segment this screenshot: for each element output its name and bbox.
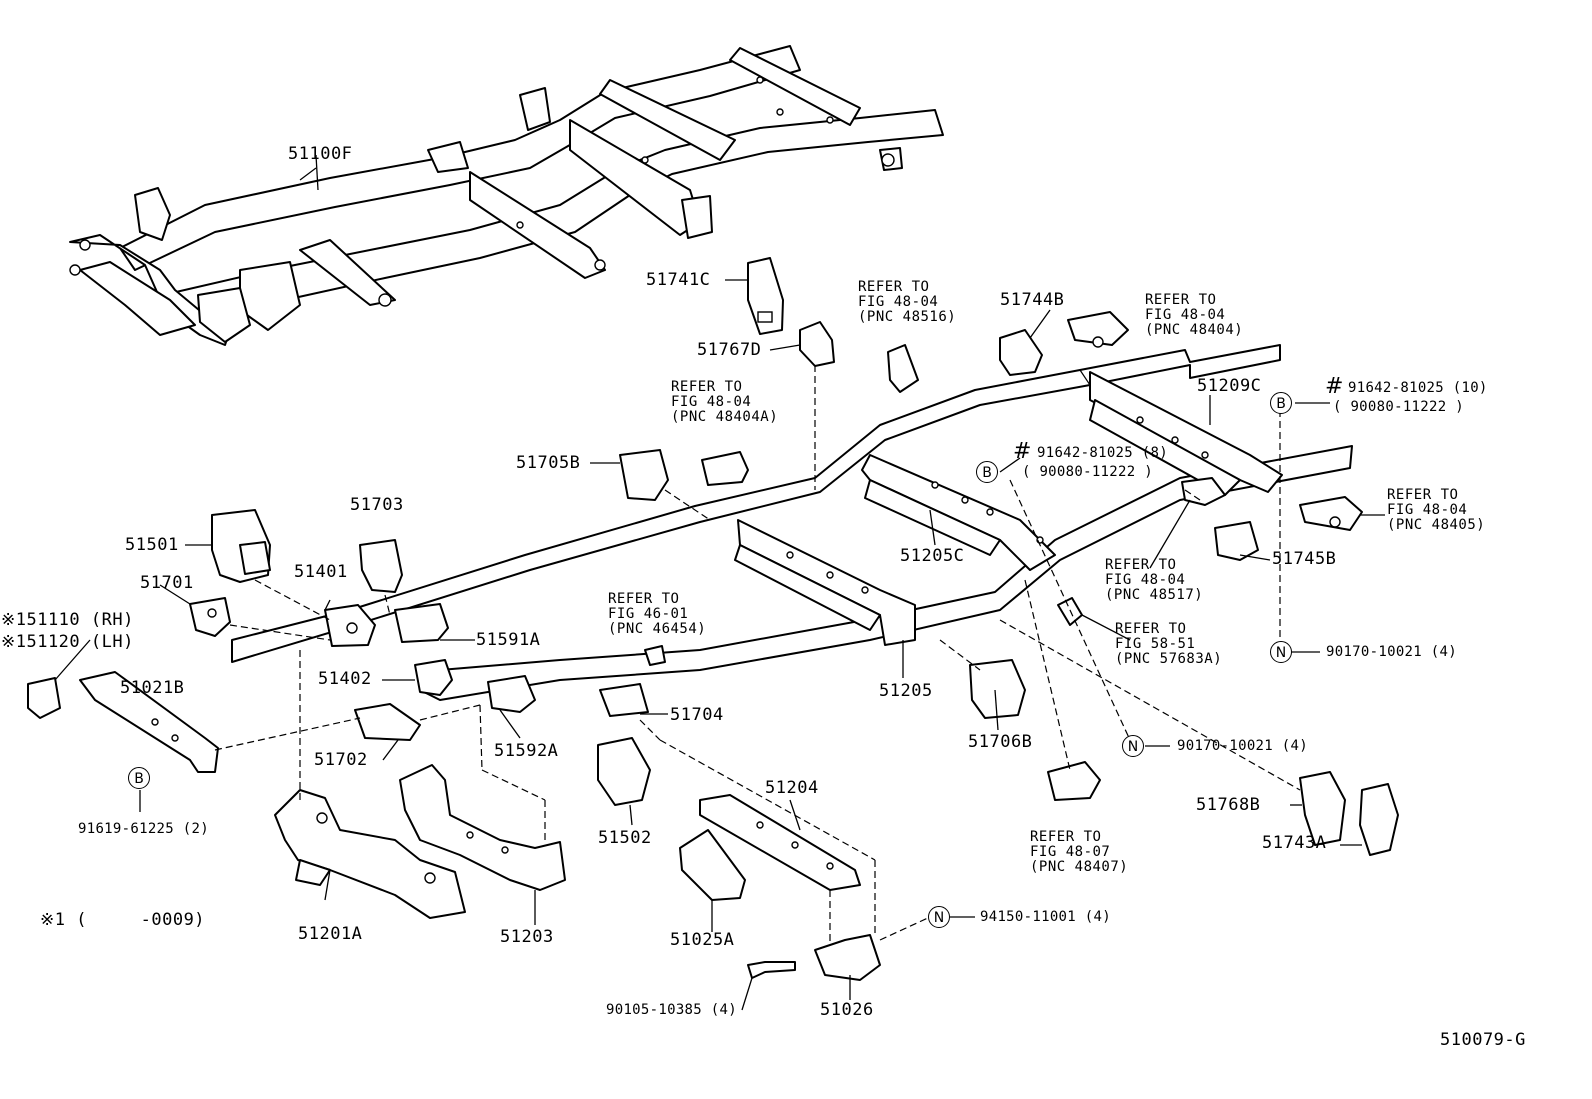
label-51209C: 51209C [1197,376,1262,396]
label-151120-lh: ※151120 (LH) [1,632,134,652]
label-51701: 51701 [140,573,194,593]
spec-90105-10385: 90105-10385 (4) [606,1002,737,1018]
label-51745B: 51745B [1272,549,1337,569]
label-51401: 51401 [294,562,348,582]
hash-symbol-2: # [1013,439,1032,464]
label-51591A: 51591A [476,630,541,650]
spec-94150-11001: 94150-11001 (4) [980,909,1111,925]
hash-symbol-1: # [1325,374,1344,399]
spec-90080-11222-b: ( 90080-11222 ) [1022,464,1153,480]
label-51704: 51704 [670,705,724,725]
label-51026: 51026 [820,1000,874,1020]
label-51768B: 51768B [1196,795,1261,815]
label-51100F: 51100F [288,144,353,164]
bolt-symbol-b-2: B [976,461,998,483]
label-51205C: 51205C [900,546,965,566]
bolt-symbol-b-3: B [128,767,150,789]
note-1-range: ※1 ( -0009) [40,910,206,930]
label-51204: 51204 [765,778,819,798]
small-parts [27,257,1399,981]
refer-48516: REFER TO FIG 48-04 (PNC 48516) [858,279,957,325]
label-51703: 51703 [350,495,404,515]
bolt-symbol-b-1: B [1270,392,1292,414]
nut-symbol-n-2: N [1122,735,1144,757]
refer-48407: REFER TO FIG 48-07 (PNC 48407) [1030,829,1129,875]
label-51706B: 51706B [968,732,1033,752]
label-51705B: 51705B [516,453,581,473]
label-51741C: 51741C [646,270,711,290]
label-51767D: 51767D [697,340,762,360]
refer-57683A: REFER TO FIG 58-51 (PNC 57683A) [1115,621,1223,667]
spec-91619-61225: 91619-61225 (2) [78,821,209,837]
refer-48404A: REFER TO FIG 48-04 (PNC 48404A) [671,379,779,425]
label-51203: 51203 [500,927,554,947]
label-51702: 51702 [314,750,368,770]
nut-symbol-n-1: N [1270,641,1292,663]
spec-90170-10021-rear: 90170-10021 (4) [1326,644,1457,660]
refer-48517: REFER TO FIG 48-04 (PNC 48517) [1105,557,1204,603]
frame-rails-exploded [231,344,1353,701]
label-51201A: 51201A [298,924,363,944]
label-51501: 51501 [125,535,179,555]
spec-90080-11222-a: ( 90080-11222 ) [1333,399,1464,415]
label-51205: 51205 [879,681,933,701]
label-51021B: 51021B [120,678,185,698]
refer-48404: REFER TO FIG 48-04 (PNC 48404) [1145,292,1244,338]
refer-48405: REFER TO FIG 48-04 (PNC 48405) [1387,487,1486,533]
label-51744B: 51744B [1000,290,1065,310]
spec-91642-81025-8: 91642-81025 (8) [1037,445,1168,461]
label-51402: 51402 [318,669,372,689]
label-151110-rh: ※151110 (RH) [1,610,134,630]
nut-symbol-n-3: N [928,906,950,928]
label-51592A: 51592A [494,741,559,761]
leader-lines [54,154,1385,1011]
spec-91642-81025-10: 91642-81025 (10) [1348,380,1488,396]
label-51743A: 51743A [1262,833,1327,853]
spec-90170-10021-mid: 90170-10021 (4) [1177,738,1308,754]
label-51025A: 51025A [670,930,735,950]
frame-assembly-51100F [69,45,944,346]
figure-id: 510079-G [1440,1030,1526,1050]
label-51502: 51502 [598,828,652,848]
refer-46454: REFER TO FIG 46-01 (PNC 46454) [608,591,707,637]
